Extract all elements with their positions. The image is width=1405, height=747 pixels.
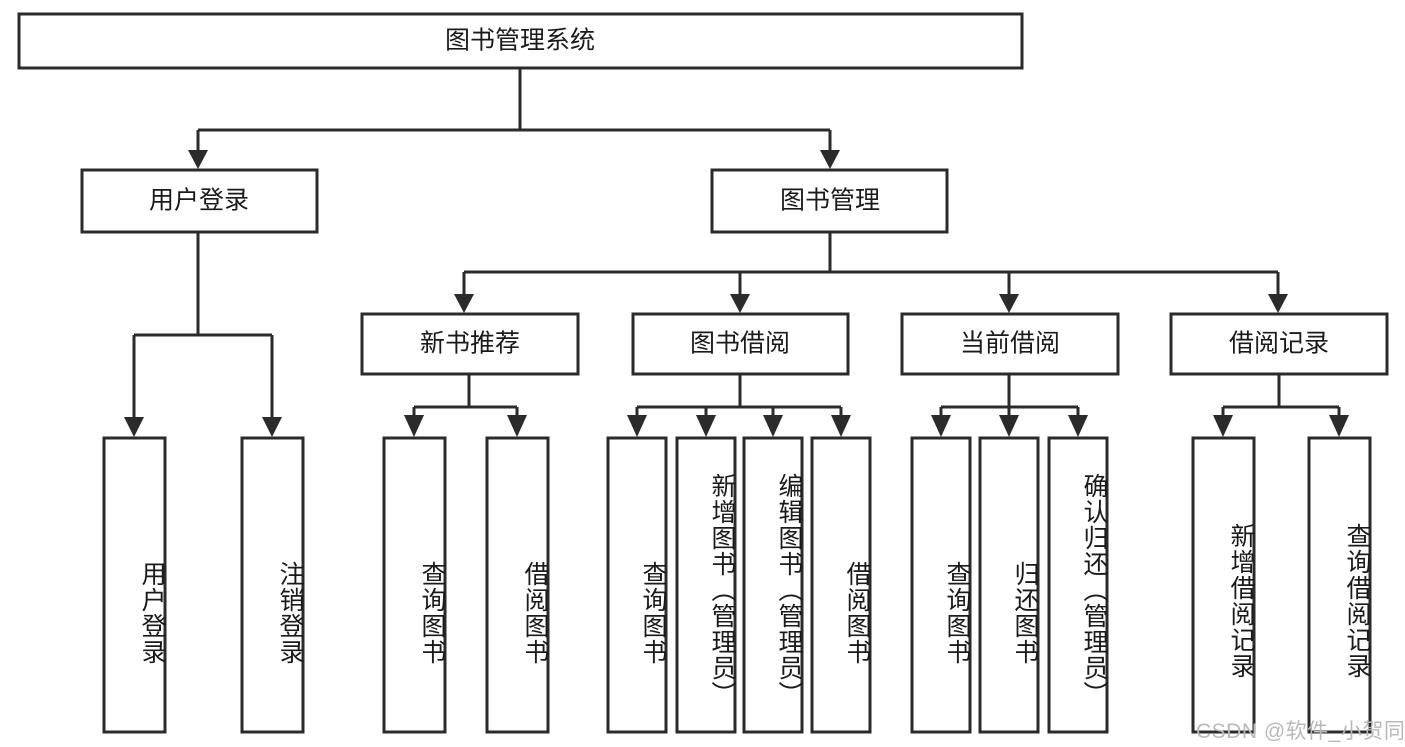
- node-box-root[interactable]: [17, 12, 1024, 70]
- arrow-head-leaf-query-book-3: [931, 415, 951, 437]
- node-box-borrow-record[interactable]: [1169, 312, 1389, 376]
- node-box-leaf-query-book-2[interactable]: [606, 436, 668, 734]
- node-label-book-manage: 图书管理: [780, 187, 880, 215]
- node-box-new-book-rec[interactable]: [360, 312, 580, 376]
- csdn-watermark: CSDN @软件_小贺同学: [1196, 720, 1405, 743]
- node-box-leaf-add-book[interactable]: [675, 436, 737, 734]
- node-label-book-borrow: 图书借阅: [690, 330, 790, 358]
- arrow-head-leaf-return-book: [999, 415, 1019, 437]
- node-box-book-manage[interactable]: [710, 168, 949, 234]
- arrow-head-book-manage: [820, 150, 840, 169]
- node-box-leaf-query-record[interactable]: [1307, 436, 1372, 734]
- node-box-leaf-confirm-return[interactable]: [1047, 436, 1109, 734]
- arrow-head-leaf-query-book-1: [404, 415, 424, 437]
- node-box-leaf-query-book-3[interactable]: [910, 436, 972, 734]
- arrow-head-leaf-edit-book: [763, 415, 783, 437]
- node-box-leaf-borrow-book-2[interactable]: [810, 436, 872, 734]
- arrow-head-current-borrow: [999, 294, 1019, 313]
- arrow-head-borrow-record: [1268, 294, 1288, 313]
- arrow-head-book-borrow: [730, 294, 750, 313]
- node-box-leaf-borrow-book-1[interactable]: [485, 436, 550, 734]
- node-box-book-borrow[interactable]: [631, 312, 850, 376]
- node-label-new-book-rec: 新书推荐: [420, 330, 520, 358]
- arrow-head-leaf-borrow-book-2: [831, 415, 851, 437]
- node-box-leaf-return-book[interactable]: [978, 436, 1040, 734]
- node-box-leaf-user-login[interactable]: [102, 436, 167, 734]
- arrow-head-user-login: [188, 150, 208, 169]
- node-label-root: 图书管理系统: [445, 27, 595, 55]
- node-label-borrow-record: 借阅记录: [1229, 330, 1329, 358]
- node-box-current-borrow[interactable]: [900, 312, 1120, 376]
- node-box-user-login[interactable]: [80, 168, 319, 234]
- node-layer: 图书管理系统 用户登录 图书管理 新书推荐 图书借阅 当前借阅 借阅记录: [17, 12, 1389, 734]
- arrow-head-leaf-user-login: [124, 417, 144, 437]
- arrow-head-leaf-query-book-2: [627, 415, 647, 437]
- node-label-current-borrow: 当前借阅: [960, 330, 1060, 358]
- node-label-user-login: 用户登录: [149, 187, 249, 215]
- node-box-leaf-add-record[interactable]: [1191, 436, 1256, 734]
- arrow-head-leaf-add-record: [1213, 415, 1233, 437]
- arrow-head-leaf-confirm-return: [1068, 415, 1088, 437]
- node-box-leaf-query-book-1[interactable]: [382, 436, 447, 734]
- node-box-leaf-edit-book[interactable]: [742, 436, 804, 734]
- arrow-head-leaf-add-book: [696, 415, 716, 437]
- connector-layer: [124, 68, 1349, 437]
- arrow-head-leaf-borrow-book-1: [507, 415, 527, 437]
- arrow-head-leaf-logout-login: [262, 417, 282, 437]
- node-box-leaf-logout-login[interactable]: [240, 436, 305, 734]
- arrow-head-leaf-query-record: [1329, 415, 1349, 437]
- arrow-head-new-book-rec: [454, 294, 474, 313]
